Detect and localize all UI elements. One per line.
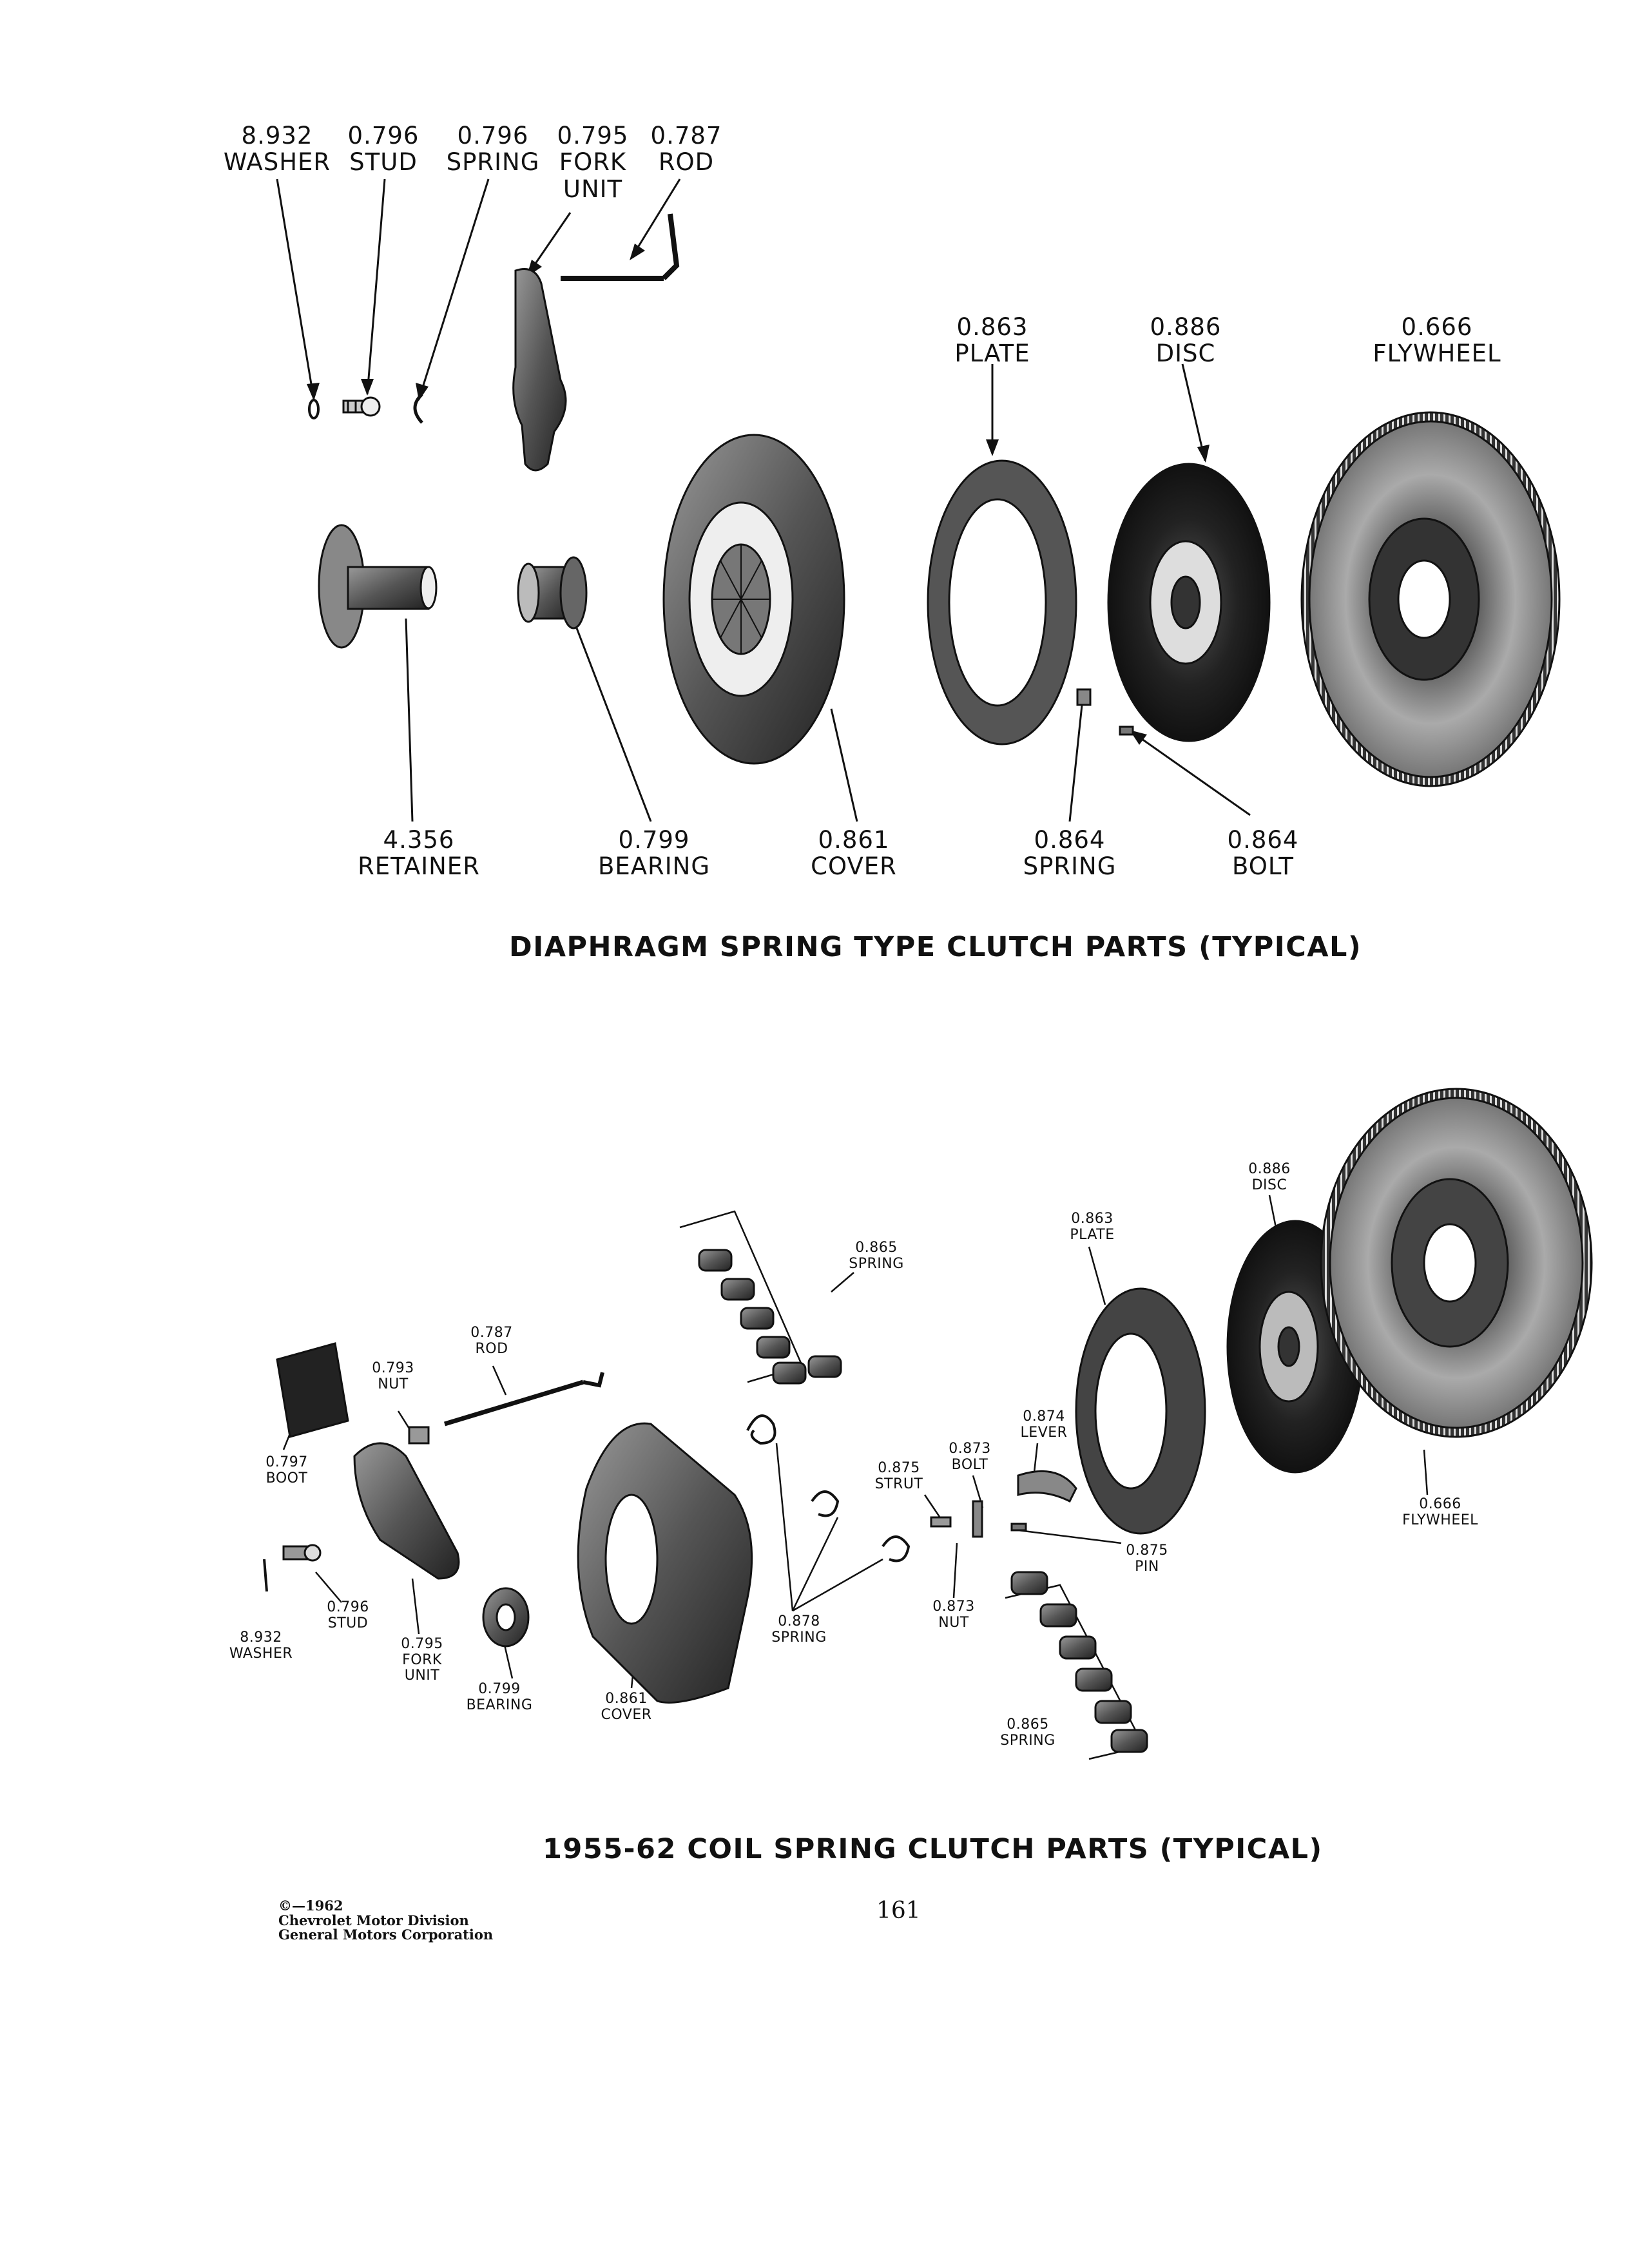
label-bearing: 0.799 BEARING: [466, 1681, 533, 1713]
label-stud: 0.796 STUD: [347, 122, 419, 177]
label-spring-878: 0.878 SPRING: [771, 1613, 827, 1646]
page-number: 161: [876, 1898, 921, 1924]
label-retainer: 4.356 RETAINER: [358, 826, 480, 881]
copyright-notice: ©—1962 Chevrolet Motor Division General …: [278, 1898, 494, 1943]
copyright-division: Chevrolet Motor Division: [278, 1912, 469, 1928]
label-bolt: 0.873 BOLT: [949, 1441, 991, 1473]
copyright-corporation: General Motors Corporation: [278, 1927, 494, 1943]
label-flywheel: 0.666 FLYWHEEL: [1373, 313, 1501, 368]
label-spring-865-upper: 0.865 SPRING: [849, 1240, 904, 1272]
label-fork-unit: 0.795 FORK UNIT: [557, 122, 629, 203]
label-disc: 0.886 DISC: [1248, 1161, 1291, 1193]
label-strut: 0.875 STRUT: [874, 1460, 923, 1492]
label-spring: 0.796 SPRING: [446, 122, 540, 177]
label-pin: 0.875 PIN: [1126, 1542, 1168, 1575]
label-disc: 0.886 DISC: [1150, 313, 1222, 368]
coil-spring-caption: 1955-62 COIL SPRING CLUTCH PARTS (TYPICA…: [543, 1833, 1323, 1865]
label-stud: 0.796 STUD: [327, 1599, 369, 1631]
label-boot: 0.797 BOOT: [265, 1454, 308, 1486]
label-washer: 8.932 WASHER: [223, 122, 331, 177]
copyright-year: ©—1962: [278, 1898, 343, 1914]
label-bearing: 0.799 BEARING: [597, 826, 711, 881]
label-plate: 0.863 PLATE: [954, 313, 1030, 368]
label-nut-793: 0.793 NUT: [372, 1360, 414, 1392]
label-rod: 0.787 ROD: [650, 122, 722, 177]
label-spring-865-lower: 0.865 SPRING: [1000, 1716, 1055, 1749]
diaphragm-diagram-art: [276, 178, 1561, 822]
label-rod: 0.787 ROD: [470, 1325, 513, 1357]
label-plate: 0.863 PLATE: [1070, 1211, 1115, 1243]
label-bolt: 0.864 BOLT: [1227, 826, 1299, 881]
label-fork-unit: 0.795 FORK UNIT: [401, 1636, 443, 1684]
coil-spring-diagram-art: [263, 1088, 1593, 1760]
label-cover: 0.861 COVER: [601, 1691, 652, 1723]
label-washer: 8.932 WASHER: [229, 1629, 293, 1662]
label-spring-lower: 0.864 SPRING: [1023, 826, 1117, 881]
label-cover: 0.861 COVER: [811, 826, 897, 881]
label-flywheel: 0.666 FLYWHEEL: [1402, 1496, 1478, 1528]
label-lever: 0.874 LEVER: [1020, 1408, 1068, 1441]
diaphragm-caption: DIAPHRAGM SPRING TYPE CLUTCH PARTS (TYPI…: [509, 931, 1362, 963]
label-nut-873: 0.873 NUT: [932, 1599, 975, 1631]
